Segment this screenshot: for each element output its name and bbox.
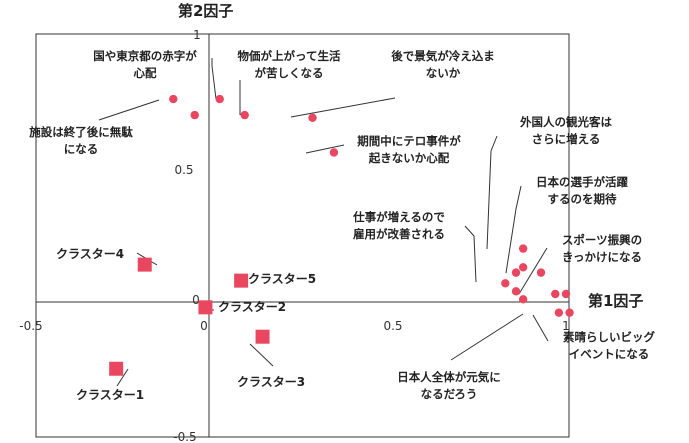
- item-point: [561, 289, 571, 299]
- cluster-label: クラスター5: [248, 272, 316, 286]
- annotation-label: 仕事が増えるので: [352, 210, 445, 224]
- item-point: [536, 268, 546, 277]
- annotation-label: 起きないか心配: [368, 151, 450, 165]
- item-point: [501, 279, 510, 288]
- y-tick-label: -0.5: [173, 430, 196, 443]
- y-tick-label: 1: [193, 28, 201, 42]
- cluster-square-marker: [137, 257, 152, 272]
- item-point: [215, 94, 224, 104]
- cluster-label: クラスター3: [237, 375, 305, 389]
- annotation-label: イベントになる: [569, 347, 650, 361]
- cluster-label: クラスター4: [56, 247, 124, 261]
- annotation-label: 素晴らしいビッグ: [563, 330, 655, 344]
- annotation-leader-line: [505, 185, 522, 274]
- annotation-label: スポーツ振興の: [562, 233, 642, 247]
- item-point: [511, 287, 521, 296]
- annotation-label: さらに増える: [532, 132, 601, 146]
- y-tick-label: 0.5: [174, 163, 193, 177]
- cluster-square-marker: [198, 300, 213, 315]
- annotation-label: 外国人の観光客は: [519, 115, 612, 129]
- cluster-square-marker: [255, 329, 270, 344]
- annotation-label: なるだろう: [421, 387, 478, 401]
- annotation-leader-line: [532, 314, 549, 342]
- item-point: [565, 308, 574, 317]
- cluster-square-marker: [234, 273, 249, 288]
- cluster-leader-line: [249, 343, 274, 367]
- tick-labels: -0.5 0 0.5 1 -0.5 0 0.5 1: [19, 28, 570, 443]
- annotation-leader-line: [290, 97, 396, 118]
- annotation-leader-line: [486, 135, 498, 250]
- annotation-label: ないか: [426, 66, 461, 80]
- annotation-label: きっかけになる: [562, 250, 642, 264]
- annotation-label: 国や東京都の赤字が: [93, 49, 197, 63]
- cluster-label: クラスター2: [218, 300, 286, 314]
- x-tick-label: 0.5: [383, 319, 402, 333]
- item-point: [551, 289, 560, 299]
- annotation-leader-line: [450, 313, 524, 361]
- y-tick-label: 0: [192, 293, 200, 307]
- annotation-label: するのを期待: [548, 192, 617, 206]
- cluster-label: クラスター1: [76, 388, 144, 402]
- item-point: [518, 295, 528, 304]
- item-point: [329, 148, 339, 157]
- item-point: [518, 244, 528, 253]
- annotation-label: 日本人全体が元気に: [397, 370, 501, 384]
- x-tick-label: 1: [562, 319, 570, 333]
- annotation-label: 物価が上がって生活: [238, 49, 341, 63]
- annotation-label: 期間中にテロ事件が: [357, 134, 461, 148]
- annotation-label: 雇用が改善される: [353, 227, 445, 241]
- annotation-leaders: [98, 58, 549, 387]
- annotation-label: になる: [64, 142, 99, 156]
- annotation-leader-line: [464, 225, 477, 283]
- item-point: [169, 94, 178, 104]
- annotation-label: が苦しくなる: [255, 66, 324, 80]
- item-point: [240, 110, 249, 120]
- item-point: [511, 268, 521, 277]
- item-point: [190, 110, 199, 120]
- x-tick-label: 0: [200, 319, 208, 333]
- cluster-leader-line: [116, 368, 129, 387]
- y-axis-title: 第2因子: [178, 2, 233, 20]
- cluster-square-marker: [109, 361, 124, 376]
- annotation-label: 心配: [134, 66, 157, 80]
- annotation-leader-line: [98, 99, 160, 121]
- annotation-label: 後で景気が冷え込ま: [391, 49, 495, 63]
- item-point: [518, 263, 528, 272]
- x-tick-label: -0.5: [19, 319, 42, 333]
- data-points: [109, 94, 574, 376]
- item-point: [308, 113, 317, 122]
- item-point: [554, 308, 564, 317]
- annotation-label: 日本の選手が活躍: [536, 175, 628, 189]
- annotation-leader-line: [211, 58, 217, 100]
- annotation-leader-line: [518, 247, 548, 295]
- annotation-label: 施設は終了後に無駄: [29, 125, 133, 139]
- plot-frame: [35, 33, 570, 438]
- annotation-leader-line: [305, 144, 345, 154]
- x-axis-title: 第1因子: [588, 292, 643, 310]
